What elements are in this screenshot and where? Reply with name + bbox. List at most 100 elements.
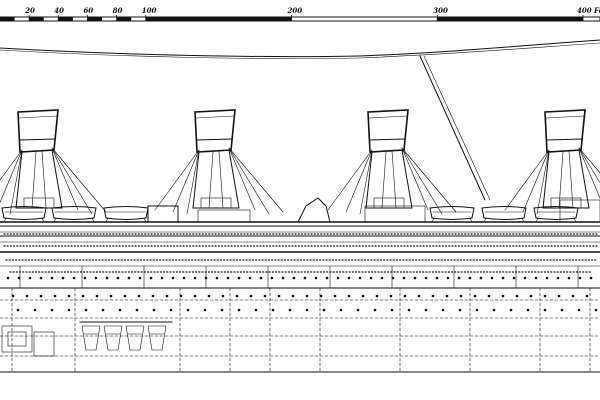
porthole — [277, 294, 281, 298]
scale-tick-label: 400 Feet — [577, 6, 600, 15]
porthole — [545, 276, 549, 280]
porthole — [347, 294, 351, 298]
porthole — [479, 276, 483, 280]
porthole — [445, 294, 449, 298]
porthole — [557, 294, 561, 298]
porthole — [151, 294, 155, 298]
porthole — [39, 276, 43, 280]
lifeboats-group — [1, 206, 579, 223]
porthole — [292, 276, 296, 280]
porthole — [6, 276, 10, 280]
porthole — [11, 294, 15, 298]
porthole — [487, 294, 491, 298]
scale-segment — [58, 17, 73, 21]
porthole — [543, 308, 547, 312]
scale-bar-segments — [0, 15, 584, 21]
porthole — [534, 276, 538, 280]
porthole — [259, 276, 263, 280]
lifeboat — [429, 206, 475, 223]
boiler-room — [1, 321, 173, 357]
porthole — [116, 276, 120, 280]
porthole — [468, 276, 472, 280]
porthole — [492, 308, 496, 312]
porthole — [389, 294, 393, 298]
deckhouse-center — [147, 197, 600, 223]
porthole — [459, 294, 463, 298]
porthole — [512, 276, 516, 280]
porthole — [249, 294, 253, 298]
scale-tick-label: 200 — [287, 6, 303, 15]
porthole — [16, 308, 20, 312]
lifeboat — [103, 206, 149, 223]
porthole — [339, 308, 343, 312]
funnel-3 — [327, 109, 457, 215]
porthole — [567, 276, 571, 280]
porthole — [336, 276, 340, 280]
porthole — [347, 276, 351, 280]
porthole — [127, 276, 131, 280]
porthole — [305, 308, 309, 312]
porthole — [560, 308, 564, 312]
scale-segment — [116, 17, 132, 21]
scale-bar-frame — [0, 16, 600, 22]
scale-tick-label: 80 — [113, 6, 123, 15]
porthole — [390, 308, 394, 312]
scale-segment — [145, 17, 292, 21]
scale-tick-label: 40 — [54, 6, 64, 15]
porthole — [375, 294, 379, 298]
porthole — [17, 276, 21, 280]
porthole — [137, 294, 141, 298]
porthole — [204, 276, 208, 280]
forestay — [419, 55, 486, 201]
porthole — [135, 308, 139, 312]
porthole — [220, 308, 224, 312]
porthole — [203, 308, 207, 312]
porthole — [160, 276, 164, 280]
porthole — [526, 308, 530, 312]
porthole — [424, 308, 428, 312]
porthole — [235, 294, 239, 298]
porthole — [248, 276, 252, 280]
porthole — [226, 276, 230, 280]
porthole — [458, 308, 462, 312]
porthole — [67, 308, 71, 312]
porthole — [577, 308, 581, 312]
porthole — [291, 294, 295, 298]
porthole — [501, 294, 505, 298]
porthole — [237, 276, 241, 280]
boiler — [103, 325, 123, 351]
lifeboat — [481, 206, 527, 223]
lifeboat — [51, 206, 97, 223]
porthole — [138, 276, 142, 280]
porthole — [81, 294, 85, 298]
porthole — [207, 294, 211, 298]
porthole — [446, 276, 450, 280]
porthole — [118, 308, 122, 312]
porthole — [589, 276, 593, 280]
porthole — [50, 276, 54, 280]
scale-segment — [29, 17, 44, 21]
porthole — [237, 308, 241, 312]
porthole — [182, 276, 186, 280]
porthole — [171, 276, 175, 280]
porthole — [215, 276, 219, 280]
porthole — [33, 308, 37, 312]
boiler — [125, 325, 145, 351]
portholes-group — [6, 276, 598, 312]
porthole — [101, 308, 105, 312]
porthole — [585, 294, 589, 298]
funnel-1 — [0, 109, 107, 215]
boiler — [147, 325, 167, 351]
porthole — [373, 308, 377, 312]
porthole — [325, 276, 329, 280]
porthole — [523, 276, 527, 280]
porthole — [270, 276, 274, 280]
lifeboat — [1, 206, 47, 223]
porthole — [303, 276, 307, 280]
porthole — [314, 276, 318, 280]
scale-segment — [437, 17, 583, 21]
funnel-4 — [504, 109, 600, 215]
porthole — [435, 276, 439, 280]
porthole — [105, 276, 109, 280]
